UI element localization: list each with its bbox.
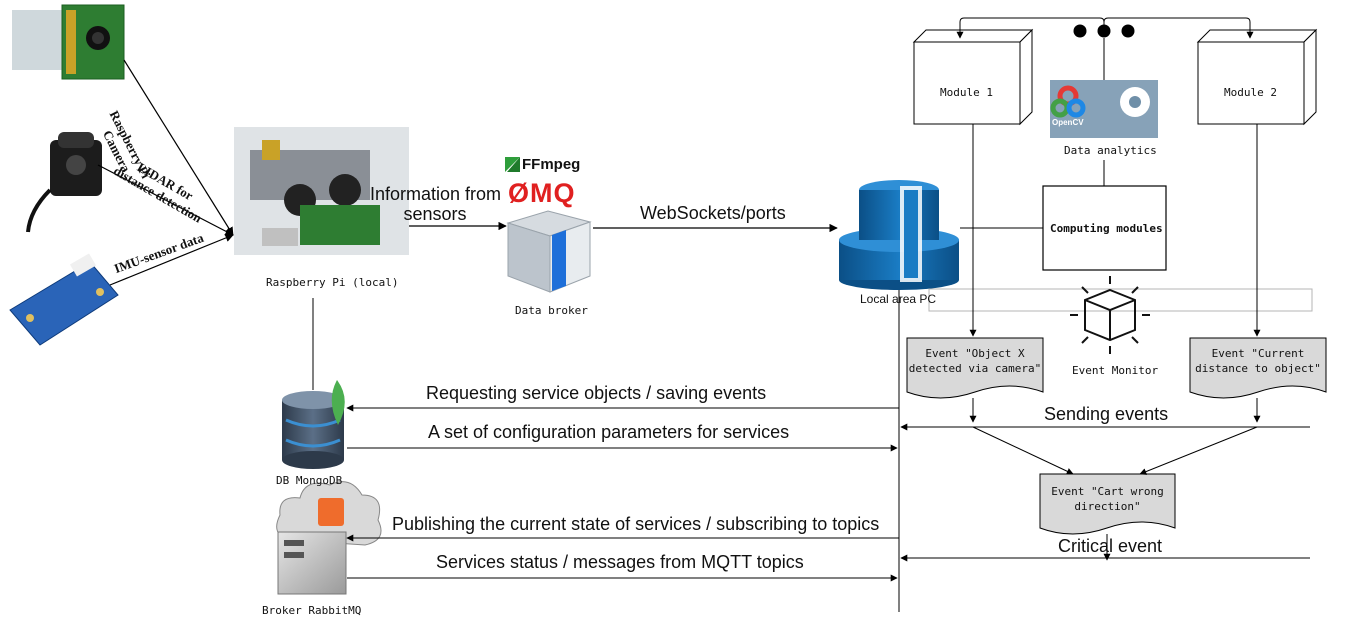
event-object-doc <box>906 337 1044 399</box>
event-distance-text: Event "Current distance to object" <box>1190 346 1326 376</box>
requesting-label: Requesting service objects / saving even… <box>426 383 767 403</box>
data-broker-cube <box>506 210 592 293</box>
config-params-label: A set of configuration parameters for se… <box>428 422 790 442</box>
event-monitor-label: Event Monitor <box>1072 364 1159 377</box>
data-analytics-image <box>1050 80 1158 138</box>
event-monitor-icon <box>1070 276 1150 354</box>
local-pc-label-box <box>928 288 1313 312</box>
camera-edge <box>123 59 234 236</box>
local-pc-label: Local area PC <box>860 292 937 306</box>
ffmpeg-label: FFmpeg <box>522 156 581 173</box>
event-distance-line2: distance to object" <box>1195 362 1321 375</box>
websockets-label: WebSockets/ports <box>640 203 786 223</box>
event-distance-line1: Event "Current <box>1211 347 1305 360</box>
module1-label: Module 1 <box>940 86 993 99</box>
module2-label: Module 2 <box>1224 86 1277 99</box>
event-distance-doc <box>1189 337 1327 399</box>
event-object-line1: Event "Object X <box>925 347 1025 360</box>
rabbitmq-icon <box>276 481 382 595</box>
mongodb-icon <box>282 380 345 469</box>
imu-sensor-image <box>9 253 119 346</box>
imu-edge <box>109 233 234 286</box>
dot-2 <box>1097 24 1111 38</box>
local-pc-icon <box>839 180 959 290</box>
info-from-sensors-label: Information from sensors <box>370 184 502 224</box>
event-cart-doc <box>1039 473 1176 535</box>
mongodb-label: DB MongoDB <box>276 474 343 487</box>
converge-right <box>1139 426 1258 475</box>
ffmpeg-logo <box>505 157 520 172</box>
event-cart-line2: direction" <box>1074 500 1141 513</box>
module1-box <box>912 28 1034 126</box>
info-line1: Information from <box>370 184 502 204</box>
event-object-text: Event "Object X detected via camera" <box>907 346 1043 376</box>
lidar-image <box>26 132 102 233</box>
zmq-label: ØMQ <box>508 178 576 208</box>
dot-3 <box>1121 24 1135 38</box>
event-cart-line1: Event "Cart wrong <box>1051 485 1164 498</box>
sending-events-label: Sending events <box>1044 404 1169 424</box>
top-split-edge-right <box>1103 17 1254 39</box>
camera-image <box>12 4 125 80</box>
data-broker-label: Data broker <box>515 304 588 317</box>
event-cart-text: Event "Cart wrong direction" <box>1040 484 1175 514</box>
event-object-line2: detected via camera" <box>908 362 1042 375</box>
dot-1 <box>1073 24 1087 38</box>
computing-modules-box <box>1042 185 1167 271</box>
computing-modules-label: Computing modules <box>1050 222 1163 235</box>
opencv-label: OpenCV <box>1052 118 1084 127</box>
converge-left <box>972 426 1074 475</box>
rabbitmq-label: Broker RabbitMQ <box>262 604 362 617</box>
publishing-label: Publishing the current state of services… <box>392 514 880 534</box>
module2-box <box>1196 28 1318 126</box>
data-analytics-label: Data analytics <box>1064 144 1157 157</box>
services-status-label: Services status / messages from MQTT top… <box>436 552 804 572</box>
raspberry-pi-image <box>234 127 409 255</box>
lidar-edge <box>97 164 234 236</box>
info-line2: sensors <box>403 204 467 224</box>
raspberry-label: Raspberry Pi (local) <box>266 276 399 289</box>
critical-event-label: Critical event <box>1058 536 1163 556</box>
